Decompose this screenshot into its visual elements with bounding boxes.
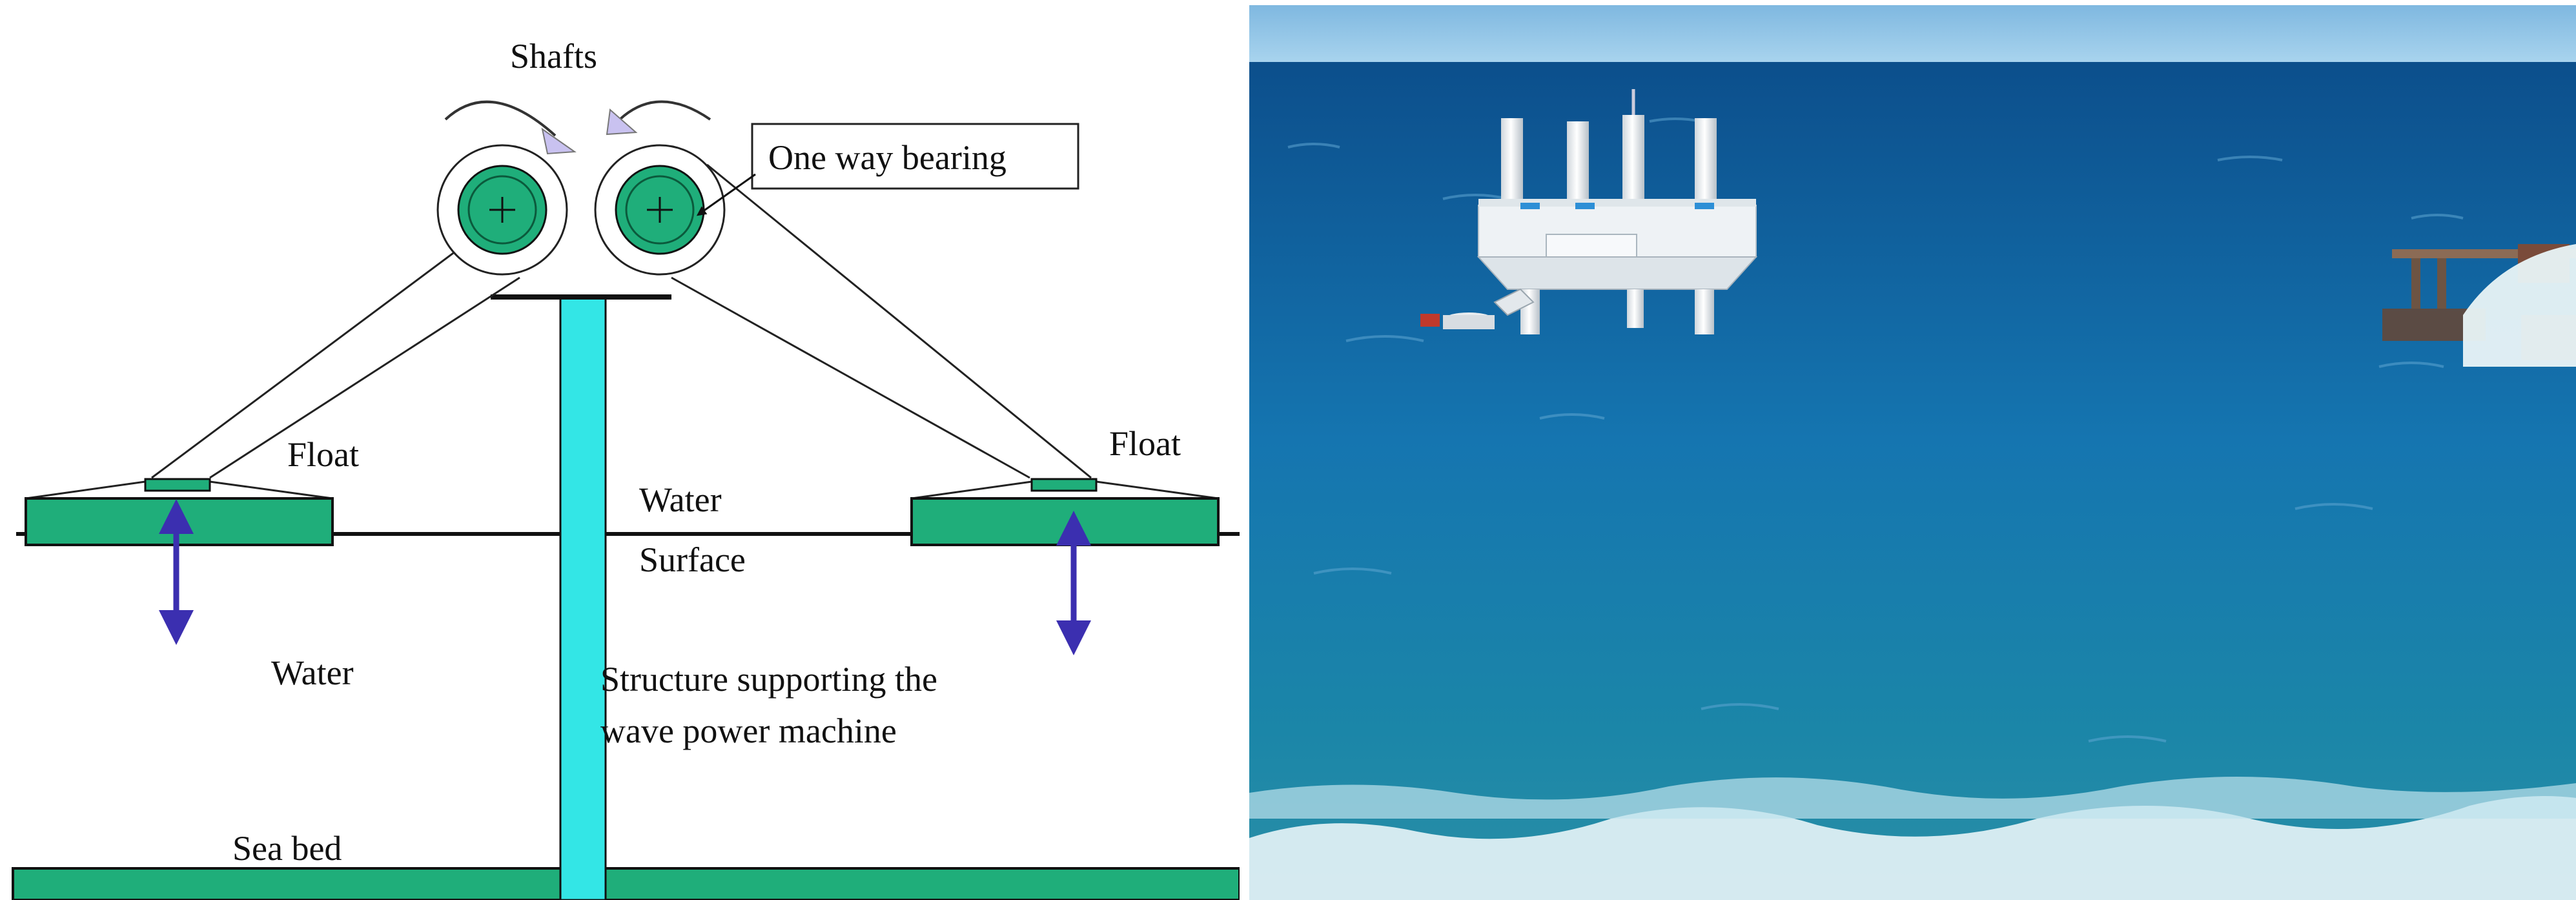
label-sea-bed: Sea bed xyxy=(232,829,342,868)
rotation-arrowhead-right-icon xyxy=(606,108,638,136)
wave-star-platform xyxy=(1420,89,1758,334)
one-way-bearing-pointer xyxy=(696,173,756,216)
label-structure-1: Structure supporting the xyxy=(600,660,937,699)
rotation-arrow-right-icon xyxy=(618,100,711,121)
sea-bed xyxy=(12,867,1240,900)
rotation-arrowhead-left-icon xyxy=(541,127,577,155)
sky xyxy=(1249,5,2576,63)
photo-svg xyxy=(1249,5,2576,900)
wave-texture xyxy=(1287,118,2464,742)
label-one-way-bearing: One way bearing xyxy=(768,138,1007,177)
surf-foam xyxy=(1249,796,2576,900)
support-structure xyxy=(559,297,607,900)
float-right xyxy=(910,478,1220,546)
wave-star-photo xyxy=(1249,5,2576,900)
shaft-left xyxy=(436,144,568,276)
diagram-svg: Shafts One way bearing Float Float Water… xyxy=(12,37,1240,900)
wave-power-diagram: Shafts One way bearing Float Float Water… xyxy=(0,0,1240,900)
surf-foam-light xyxy=(1249,777,2576,819)
label-structure-2: wave power machine xyxy=(600,711,897,750)
sea xyxy=(1249,62,2576,900)
float-linkage-right xyxy=(671,163,1092,479)
pier xyxy=(2382,244,2576,367)
one-way-bearing-box xyxy=(751,123,1079,190)
rotation-arrow-left-icon xyxy=(444,100,557,137)
label-water: Water xyxy=(271,653,354,692)
float-linkage-left xyxy=(151,231,520,479)
label-water-surface-1: Water xyxy=(639,480,722,519)
label-shafts: Shafts xyxy=(510,37,597,76)
shaft-right xyxy=(594,144,726,276)
label-float-right: Float xyxy=(1109,424,1181,463)
label-float-left: Float xyxy=(287,435,359,474)
label-water-surface-2: Surface xyxy=(639,540,746,579)
